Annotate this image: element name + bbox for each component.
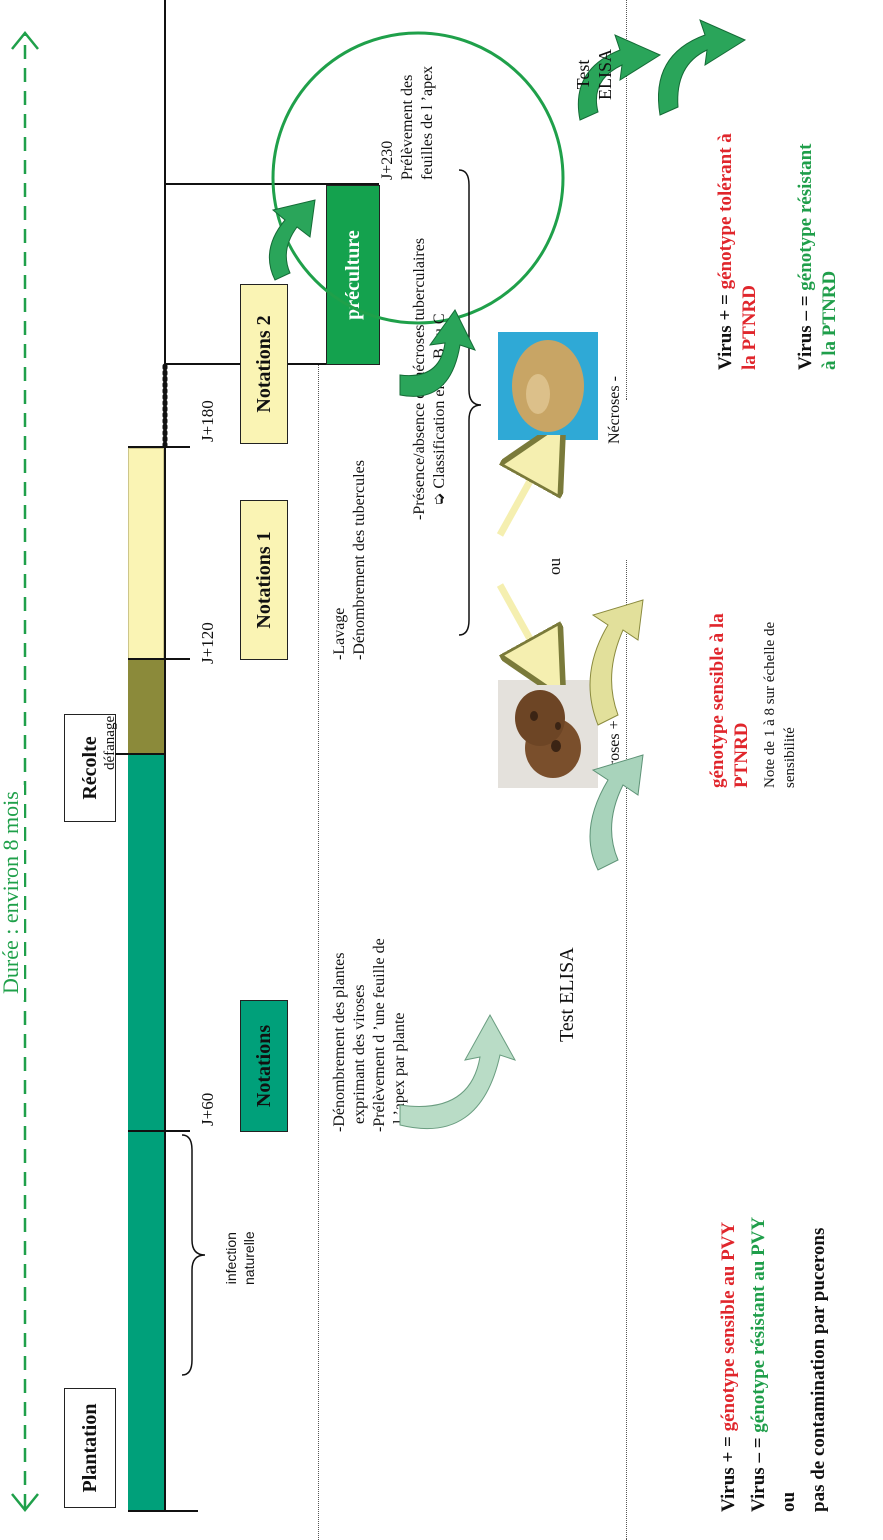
arrow-to-pvy-result	[589, 754, 644, 871]
classification-brace	[458, 169, 482, 636]
harvest-band	[128, 448, 164, 660]
arrow-to-ptnrd-sensible	[589, 599, 644, 726]
tick-start	[128, 1510, 198, 1512]
day-j120: J+120	[198, 622, 217, 664]
arrow-preculture-in	[399, 309, 476, 397]
notations-1-box: Notations 1	[240, 500, 288, 660]
defanage-label: défanage	[102, 715, 118, 770]
arrow-preculture-top	[268, 199, 316, 281]
infection-brace	[181, 1134, 206, 1376]
separator-1	[318, 365, 319, 1540]
defanage-band	[128, 660, 164, 755]
test-elisa-2-label: Test ELISA	[573, 49, 615, 100]
plantation-box: Plantation	[64, 1388, 116, 1508]
growth-band	[128, 755, 164, 1512]
timeline-axis	[164, 448, 166, 1512]
tick-j120	[128, 658, 190, 660]
arrows-to-tubers	[496, 435, 570, 685]
arrow-to-ptnrd-result	[658, 19, 747, 116]
pvy-sensible-line: Virus + = génotype sensible au PVY	[718, 1221, 739, 1512]
notations-box: Notations	[240, 1000, 288, 1132]
arrow-to-elisa	[399, 1013, 517, 1130]
duration-label: Durée : environ 8 mois	[0, 785, 24, 1000]
test-elisa-label: Test ELISA	[556, 947, 578, 1042]
tuber-necrosed-image	[498, 680, 598, 788]
timeline-dots	[162, 363, 168, 448]
day-j180: J+180	[198, 400, 217, 442]
necroses-minus-label: Nécroses -	[606, 376, 623, 444]
notes-j230: J+230 Prélèvement des feuilles de l ’ape…	[379, 65, 436, 180]
tick-defanage	[115, 753, 165, 755]
pvy-results: Virus + = génotype sensible au PVY Virus…	[714, 1217, 834, 1512]
notes-j120: -Lavage -Dénombrement des tubercules	[331, 460, 368, 660]
day-j60: J+60	[198, 1092, 217, 1126]
ptnrd-note: Note de 1 à 8 sur échelle de sensibilité	[762, 621, 798, 788]
ptnrd-resistant: Virus – = génotype résistant à la PTNRD	[795, 143, 840, 371]
ptnrd-tolerant: Virus + = génotype tolérant à la PTNRD	[715, 133, 760, 370]
ptnrd-sensible: génotype sensible à la PTNRD	[707, 613, 752, 788]
tuber-healthy-image	[498, 332, 598, 440]
infection-label: infection naturelle	[223, 1231, 257, 1285]
preculture-cycle	[271, 31, 565, 325]
duration-arrow	[11, 31, 39, 1512]
arrow-to-elisa-2	[577, 34, 662, 121]
tick-j180	[128, 446, 190, 448]
ou-label: ou	[545, 558, 564, 575]
pvy-resistant-line: Virus – = génotype résistant au PVY	[748, 1216, 769, 1512]
